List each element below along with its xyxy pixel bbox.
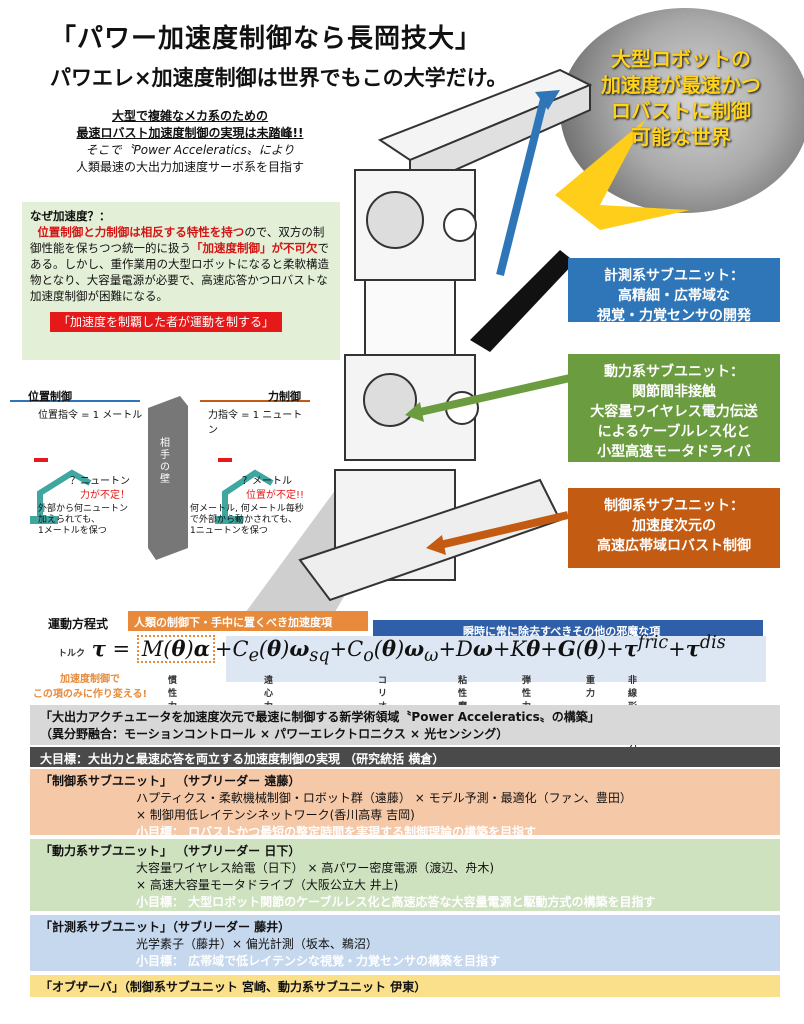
force-control-title: 力制御 [268,390,301,403]
gravity-label: 重力 [586,676,596,699]
callout-power: 動力系サブユニット： 関節間非接触 大容量ワイヤレス電力伝送 によるケーブルレス… [568,354,780,462]
pos-note: 外部から何ニュートン 加えられても、 1メートルを保つ [38,504,129,536]
why-body: 位置制御と力制御は相反する特性を持つので、双方の制御性能を保ちつつ統一的に扱う「… [30,224,332,304]
why-acceleration-box: なぜ加速度？： 位置制御と力制御は相反する特性を持つので、双方の制御性能を保ちつ… [22,202,340,360]
measure-subunit-goal: 小目標： 広帯域で低レイテンシな視覚・力覚センサの構築を目指す [136,954,500,968]
torque-label: トルク [58,649,86,659]
intro-text: 大型で複雑なメカ系のための 最速ロバスト加速度制御の実現は未踏峰!! そこで〝P… [40,108,340,176]
disturbance-term-box [226,636,766,682]
position-undefined: 位置が不定!! [246,490,305,501]
why-red: 位置制御と力制御は相反する特性を持つ [37,225,245,239]
moon-line: ロバストに制御 [611,99,751,123]
comparison-graphic [10,396,310,560]
pos-command: 位置指令 = 1 メートル [38,410,143,421]
power-subunit-box: 「動力系サブユニット」 （サブリーダー 日下） 大容量ワイヤレス給電（日下） ×… [30,839,780,911]
intro-line: そこで〝Power Acceleratics〟により [85,143,295,157]
power-subunit-head: 「動力系サブユニット」 （サブリーダー 日下） [40,844,301,858]
force-undefined: 力が不定！ [80,490,130,501]
callout-control: 制御系サブユニット： 加速度次元の 高速広帯域ロバスト制御 [568,488,780,568]
control-subunit-line: ハプティクス・柔軟機械制御・ロボット群（遠藤） × モデル予測・最適化（ファン、… [136,791,632,805]
project-subtitle: （異分野融合：モーションコントロール × パワーエレクトロニクス × 光センシン… [40,727,509,741]
control-subunit-head: 「制御系サブユニット」 （サブリーダー 遠藤） [40,774,301,788]
power-subunit-line: 大容量ワイヤレス給電（日下） × 高パワー密度電源（渡辺、舟木) [136,861,495,875]
project-title-box: 「大出力アクチュエータを加速度次元で最速に制御する新学術領域〝Power Acc… [30,705,780,745]
page-subtitle: パワエレ×加速度制御は世界でもこの大学だけ。 [50,66,508,90]
why-red: 「加速度制御」が不可欠 [191,241,318,255]
intro-line: 最速ロバスト加速度制御の実現は未踏峰!! [76,126,304,140]
control-subunit-goal: 小目標： ロバストかつ最短の整定時間を実現する制御理論の構築を目指す [136,825,537,839]
measure-subunit-box: 「計測系サブユニット」（サブリーダー 藤井） 光学素子（藤井）× 偏光計測（坂本… [30,915,780,971]
project-title: 「大出力アクチュエータを加速度次元で最速に制御する新学術領域〝Power Acc… [40,710,600,724]
observer-box: 「オブザーバ」（制御系サブユニット 宮崎、動力系サブユニット 伊東） [30,975,780,997]
why-text: ので、双方の制御性能を保ちつつ統一的に扱う [30,225,325,255]
moon-line: 大型ロボットの [611,47,751,71]
unknown-meter: ？メートル [242,476,292,487]
equation-label: 運動方程式 [48,617,109,631]
unknown-newton: ？ニュートン [70,476,130,487]
why-heading: なぜ加速度？： [30,209,111,223]
accel-note-line: 加速度制御で [60,674,120,685]
moon-line: 加速度が最速かつ [601,73,761,97]
control-comparison-panel: 位置制御 力制御 位置指令 = 1 メートル 力指令 = 1 ニュートン 相手の… [10,388,310,578]
intro-line: 大型で複雑なメカ系のための [111,109,268,123]
accel-note: 加速度制御で この項のみに作り変える! [30,670,150,700]
measure-subunit-head: 「計測系サブユニット」（サブリーダー 藤井） [40,920,291,934]
power-subunit-line: × 高速大容量モータドライブ（大阪公立大 井上) [136,878,399,892]
intro-line: 人類最速の大出力加速度サーボ系を目指す [75,160,304,174]
moon-line: 可能な世界 [631,125,731,149]
robot-illustration [240,68,690,620]
wall-label: 相手の壁 [160,438,170,485]
power-subunit-goal: 小目標： 大型ロボット関節のケーブルレス化と高速応答な大容量電源と駆動方式の構築… [136,895,656,909]
accel-note-line: この項のみに作り変える! [32,689,148,700]
acceleration-term-header: 人類の制御下・手中に置くべき加速度項 [128,611,368,631]
equation-of-motion: トルク τ = M(θ)α+Ce(θ)ωsq+Co(θ)ωω+Dω+Kθ+G(θ… [58,633,726,667]
pos-control-title: 位置制御 [28,390,72,403]
force-note: 何メートル, 何メートル毎秒 で外部から動かされても、 1ニュートンを保つ [190,504,304,536]
why-banner: 「加速度を制覇した者が運動を制する」 [50,312,283,332]
control-subunit-box: 「制御系サブユニット」 （サブリーダー 遠藤） ハプティクス・柔軟機械制御・ロボ… [30,769,780,839]
callout-measure: 計測系サブユニット： 高精細・広帯域な 視覚・力覚センサの開発 [568,258,780,324]
control-subunit-line: × 制御用低レイテンシネットワーク(香川高専 吉岡) [136,808,415,822]
disturbance-term-header: 瞬時に常に除去すべきその他の邪魔な項 [373,620,763,640]
main-goal: 大目標：大出力と最速応答を両立する加速度制御の実現 （研究統括 横倉） [30,747,780,767]
moon-caption: 大型ロボットの 加速度が最速かつ ロバストに制御 可能な世界 [576,46,786,150]
force-command: 力指令 = 1 ニュートン [208,410,303,436]
measure-subunit-line: 光学素子（藤井）× 偏光計測（坂本、鵜沼） [136,937,378,951]
why-text: である。しかし、重作業用の大型ロボットになると柔軟構造物となり、大容量電源が必要… [30,241,329,303]
page-title: 「パワー加速度制御なら長岡技大」 [50,24,483,54]
